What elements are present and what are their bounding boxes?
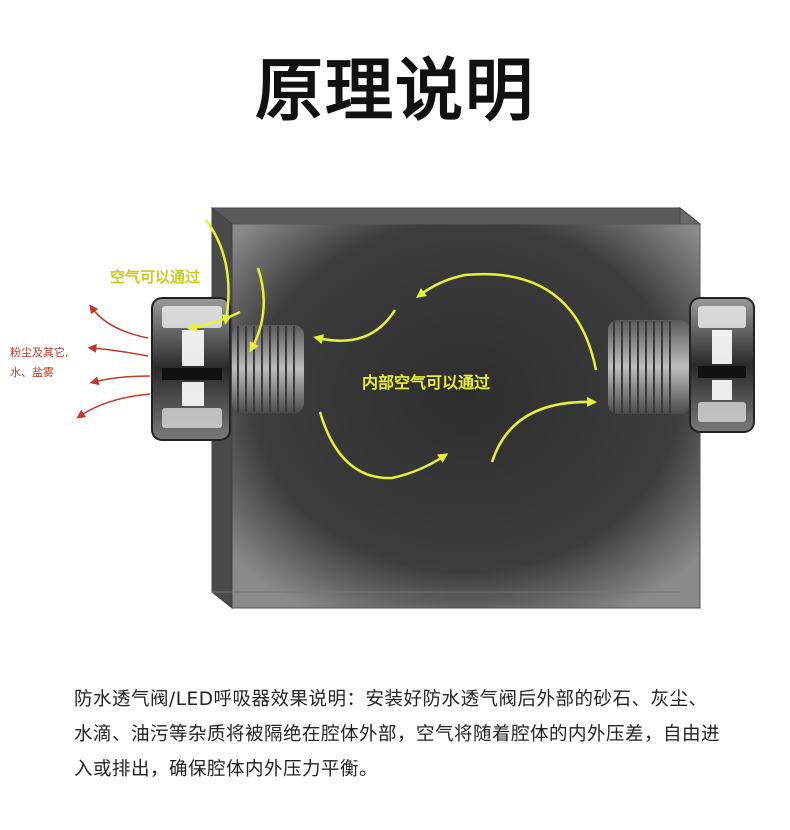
blocked-label-line1: 粉尘及其它, [10,345,69,359]
description-paragraph: 防水透气阀/LED呼吸器效果说明：安装好防水透气阀后外部的砂石、灰尘、水滴、油污… [74,689,721,780]
blocked-arrows [76,304,151,419]
inside-air-arrows [313,272,598,480]
page-title: 原理说明 [254,52,535,131]
outside-air-label: 空气可以通过 [110,268,200,286]
right-vent-valve [608,297,755,433]
blocked-label-line2: 水、盐雾 [10,366,54,379]
inside-air-label: 内部空气可以通过 [362,373,490,392]
outside-air-arrows [187,219,266,353]
principle-diagram: 空气可以通过 内部空气可以通过 粉尘及其它, 水、盐雾 [10,206,755,610]
